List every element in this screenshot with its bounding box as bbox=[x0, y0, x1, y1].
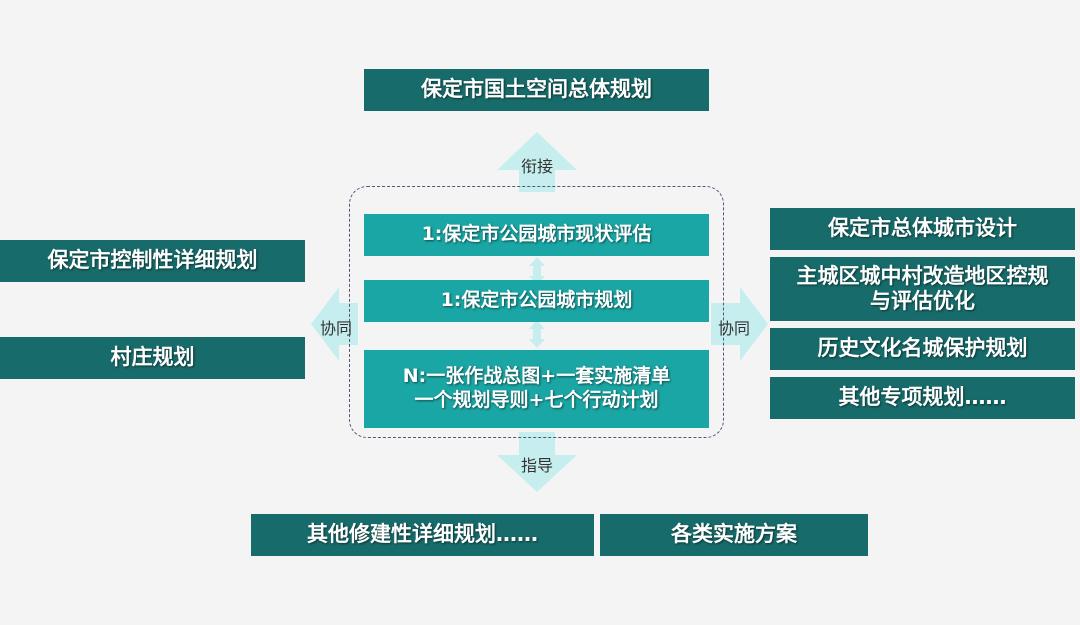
right-urban-design-label: 保定市总体城市设计 bbox=[828, 216, 1017, 241]
down-relation-label: 指导 bbox=[520, 456, 553, 475]
right-box-urban-design: 保定市总体城市设计 bbox=[770, 208, 1075, 250]
core-actions-line-2: 一个规划导则+七个行动计划 bbox=[414, 389, 659, 411]
left-box-regulatory-plan: 保定市控制性详细规划 bbox=[0, 240, 305, 282]
link-arrow-2 bbox=[529, 320, 545, 348]
up-arrow bbox=[497, 132, 577, 192]
up-relation-label: 衔接 bbox=[520, 157, 553, 176]
bottom-box-detailed-plans: 其他修建性详细规划…… bbox=[251, 514, 594, 556]
core-box-plan: 1:保定市公园城市规划 bbox=[364, 280, 709, 322]
link-arrow-1 bbox=[529, 257, 545, 285]
right-relation-label: 协同 bbox=[717, 319, 750, 338]
bottom-box-implementation: 各类实施方案 bbox=[600, 514, 868, 556]
core-plan-label: 1:保定市公园城市规划 bbox=[440, 289, 633, 312]
core-box-assessment: 1:保定市公园城市现状评估 bbox=[364, 214, 709, 256]
core-actions-line-1: N:一张作战总图+一套实施清单 bbox=[402, 365, 671, 388]
top-plan-box: 保定市国土空间总体规划 bbox=[364, 69, 709, 111]
right-box-village-renewal: 主城区城中村改造地区控规 与评估优化 bbox=[770, 257, 1075, 321]
left-regulatory-plan-label: 保定市控制性详细规划 bbox=[47, 248, 258, 273]
left-box-village-plan: 村庄规划 bbox=[0, 337, 305, 379]
right-box-heritage-plan: 历史文化名城保护规划 bbox=[770, 328, 1075, 370]
core-box-actions: N:一张作战总图+一套实施清单 一个规划导则+七个行动计划 bbox=[364, 350, 709, 428]
down-arrow bbox=[497, 432, 577, 492]
bottom-implementation-label: 各类实施方案 bbox=[671, 522, 797, 547]
right-heritage-plan-label: 历史文化名城保护规划 bbox=[817, 336, 1028, 361]
top-plan-label: 保定市国土空间总体规划 bbox=[421, 77, 652, 102]
left-relation-label: 协同 bbox=[319, 319, 352, 338]
right-village-renewal-line-2: 与评估优化 bbox=[870, 289, 975, 313]
core-assessment-label: 1:保定市公园城市现状评估 bbox=[421, 223, 652, 246]
right-village-renewal-line-1: 主城区城中村改造地区控规 bbox=[796, 263, 1049, 288]
bottom-detailed-plans-label: 其他修建性详细规划…… bbox=[307, 522, 538, 547]
right-other-special-plans-label: 其他专项规划…… bbox=[838, 385, 1007, 410]
right-arrow bbox=[711, 287, 768, 361]
left-village-plan-label: 村庄规划 bbox=[110, 345, 195, 370]
core-frame bbox=[349, 186, 724, 438]
right-box-other-special-plans: 其他专项规划…… bbox=[770, 377, 1075, 419]
left-arrow bbox=[311, 287, 358, 361]
